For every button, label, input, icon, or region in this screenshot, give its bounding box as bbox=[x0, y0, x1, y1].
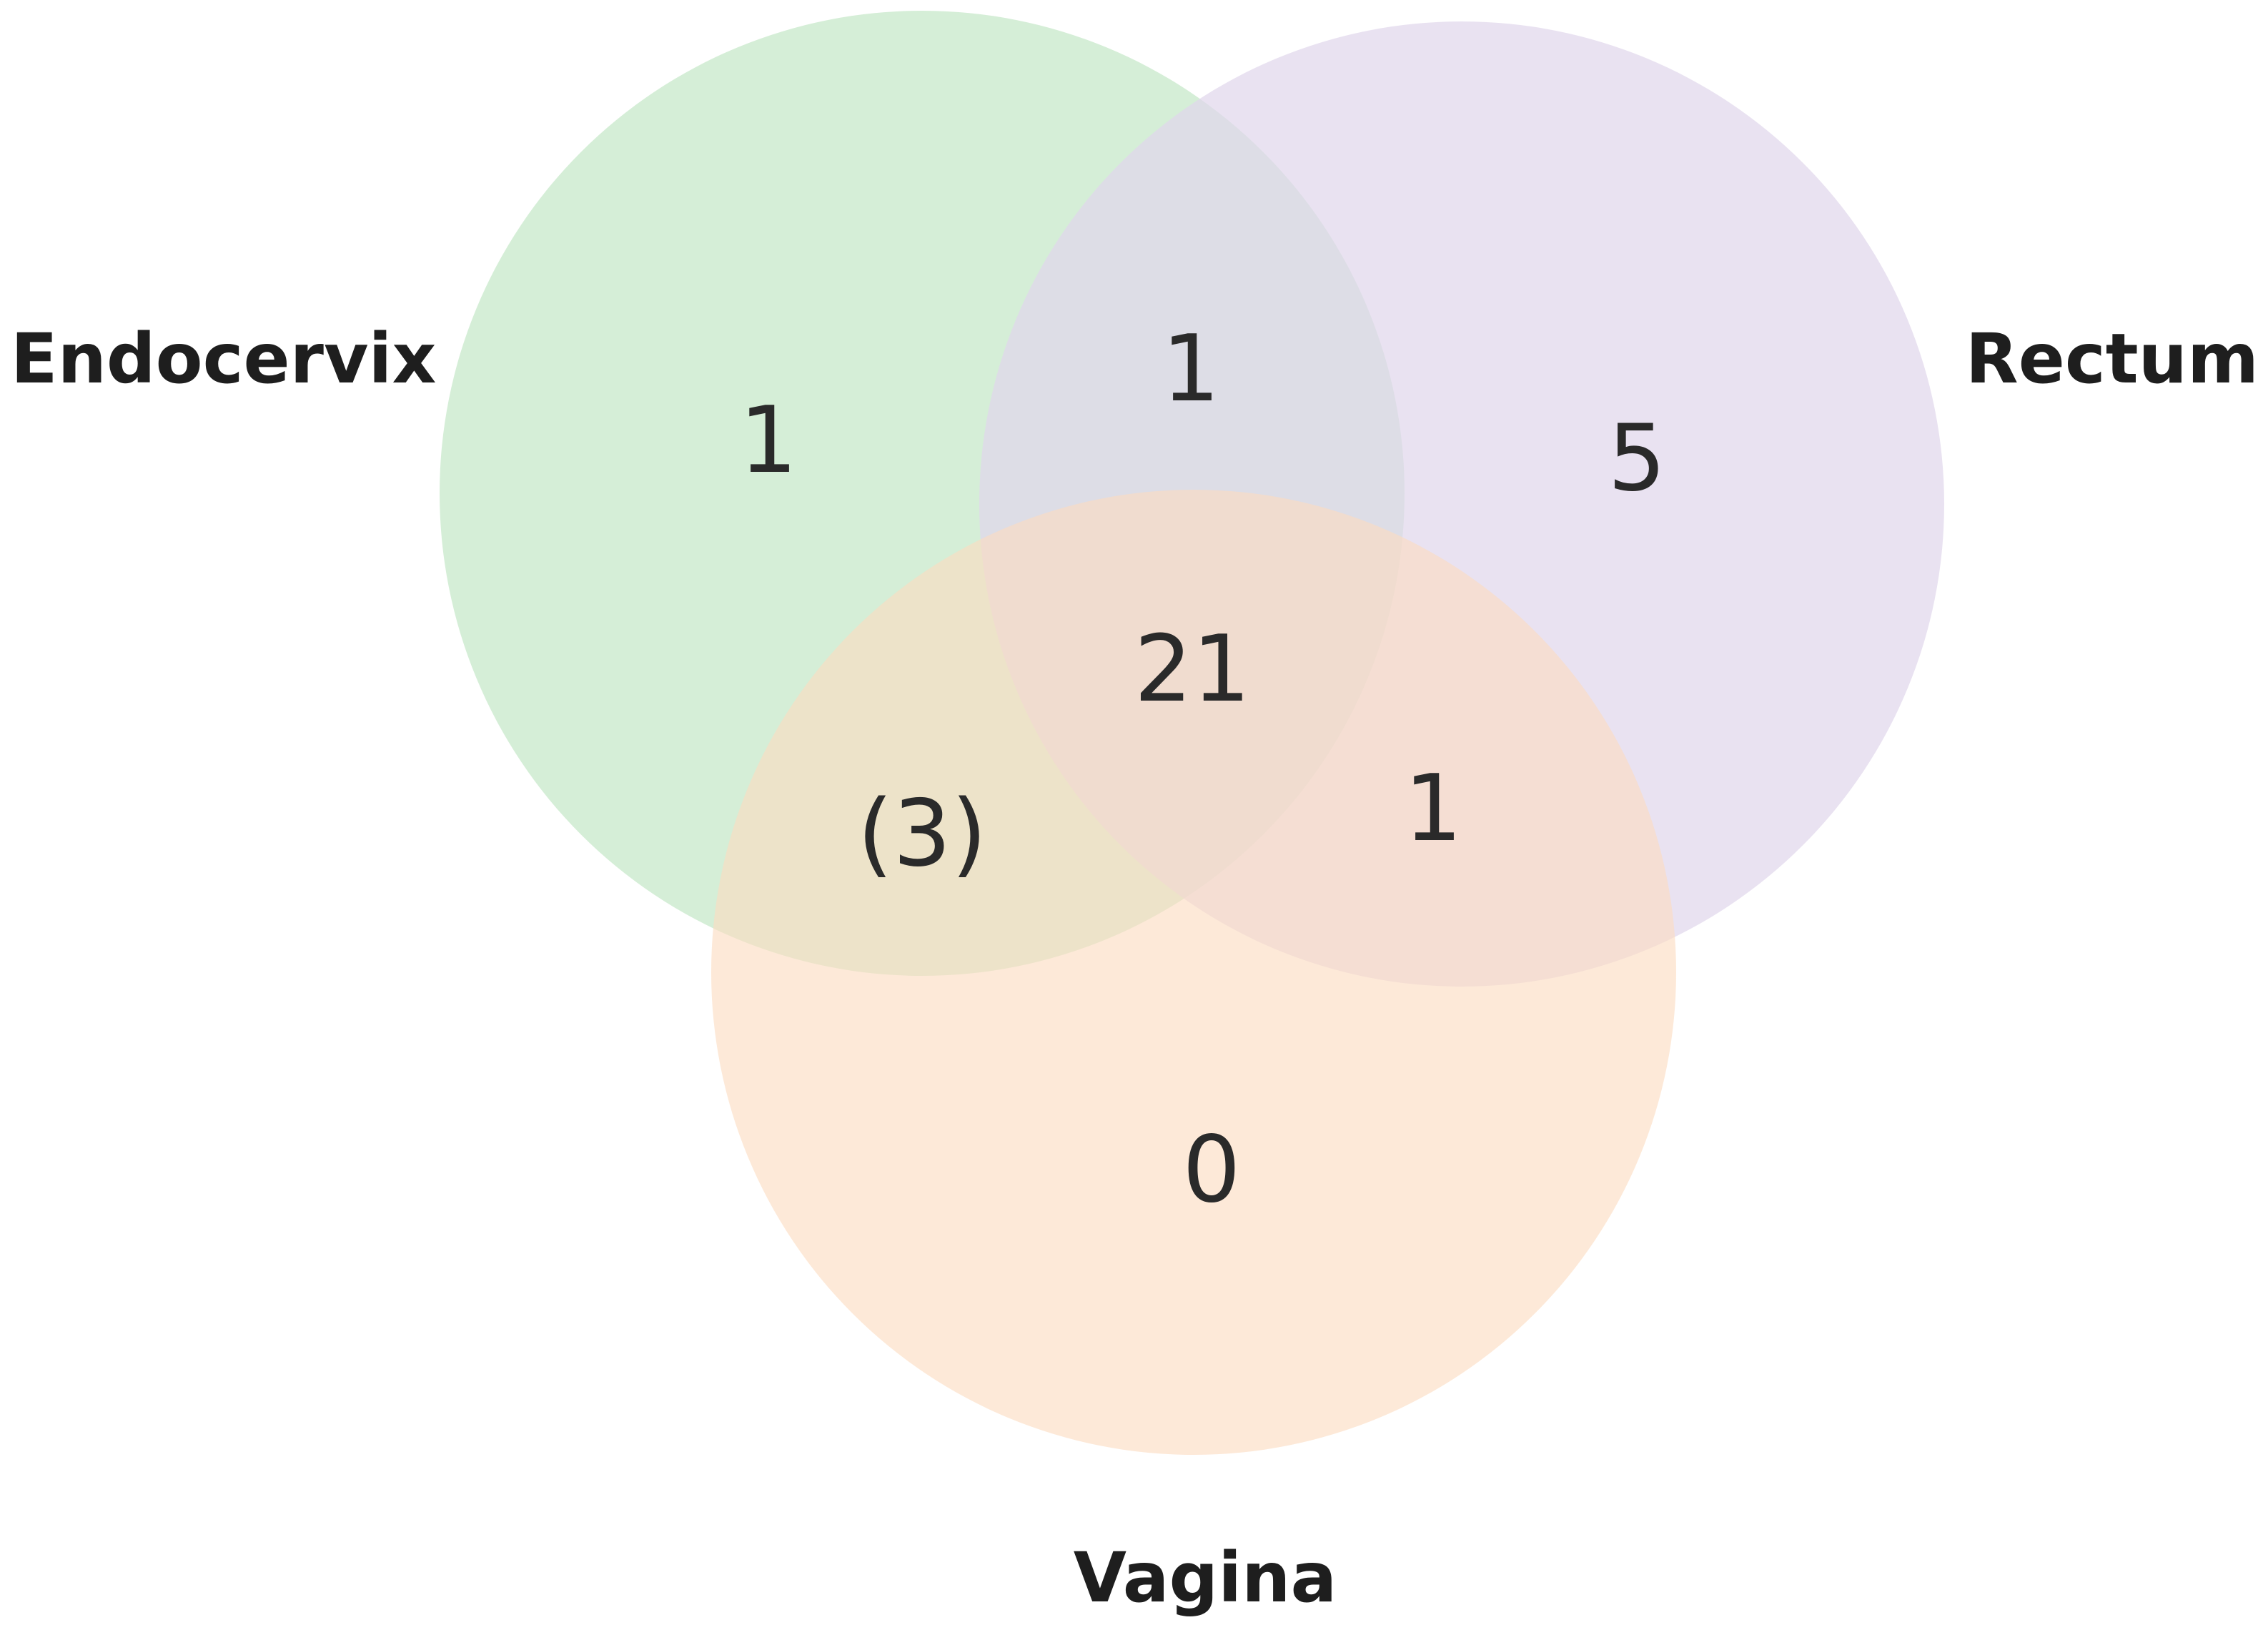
count-endocervix-only: 1 bbox=[739, 387, 797, 494]
region-counts: 1 1 5 21 (3) 1 0 bbox=[739, 316, 1665, 1223]
count-vagina-only: 0 bbox=[1182, 1117, 1240, 1223]
count-rectum-only: 5 bbox=[1608, 405, 1665, 512]
count-endocervix-vagina: (3) bbox=[857, 781, 986, 887]
label-vagina: Vagina bbox=[1074, 1538, 1337, 1618]
set-labels: Endocervix Rectum Vagina bbox=[11, 319, 2259, 1618]
vagina-circle bbox=[711, 490, 1676, 1455]
label-endocervix: Endocervix bbox=[11, 319, 436, 399]
count-endocervix-rectum: 1 bbox=[1162, 316, 1219, 423]
count-all-three: 21 bbox=[1134, 616, 1251, 723]
label-rectum: Rectum bbox=[1966, 319, 2259, 399]
set-circles bbox=[440, 11, 1944, 1455]
count-rectum-vagina: 1 bbox=[1404, 756, 1462, 862]
